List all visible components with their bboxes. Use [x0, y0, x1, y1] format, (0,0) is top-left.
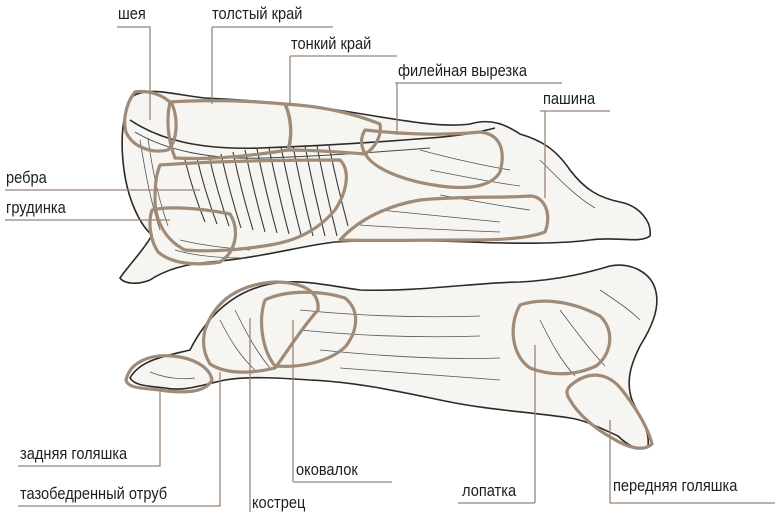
- label-brisket: грудинка: [6, 199, 66, 216]
- label-flank: пашина: [543, 90, 595, 107]
- label-tenderloin: филейная вырезка: [398, 62, 527, 79]
- label-hind-shank: задняя голяшка: [20, 445, 127, 462]
- label-shoulder: лопатка: [462, 482, 516, 499]
- label-thick-edge: толстый край: [212, 5, 302, 22]
- label-ribs: ребра: [6, 169, 47, 186]
- upper-carcass: [120, 91, 650, 283]
- leader-lines: [5, 27, 775, 512]
- upper-carcass-body: [120, 91, 650, 283]
- label-rump: кострец: [252, 494, 305, 511]
- leader-thin-edge: [290, 56, 397, 104]
- label-neck: шея: [118, 5, 146, 22]
- lower-carcass: [126, 265, 657, 448]
- lower-carcass-body: [130, 265, 657, 448]
- label-round: оковалок: [296, 461, 358, 478]
- label-thin-edge: тонкий край: [291, 35, 371, 52]
- label-fore-shank: передняя голяшка: [613, 477, 737, 494]
- label-hip-cut: тазобедренный отруб: [20, 485, 167, 502]
